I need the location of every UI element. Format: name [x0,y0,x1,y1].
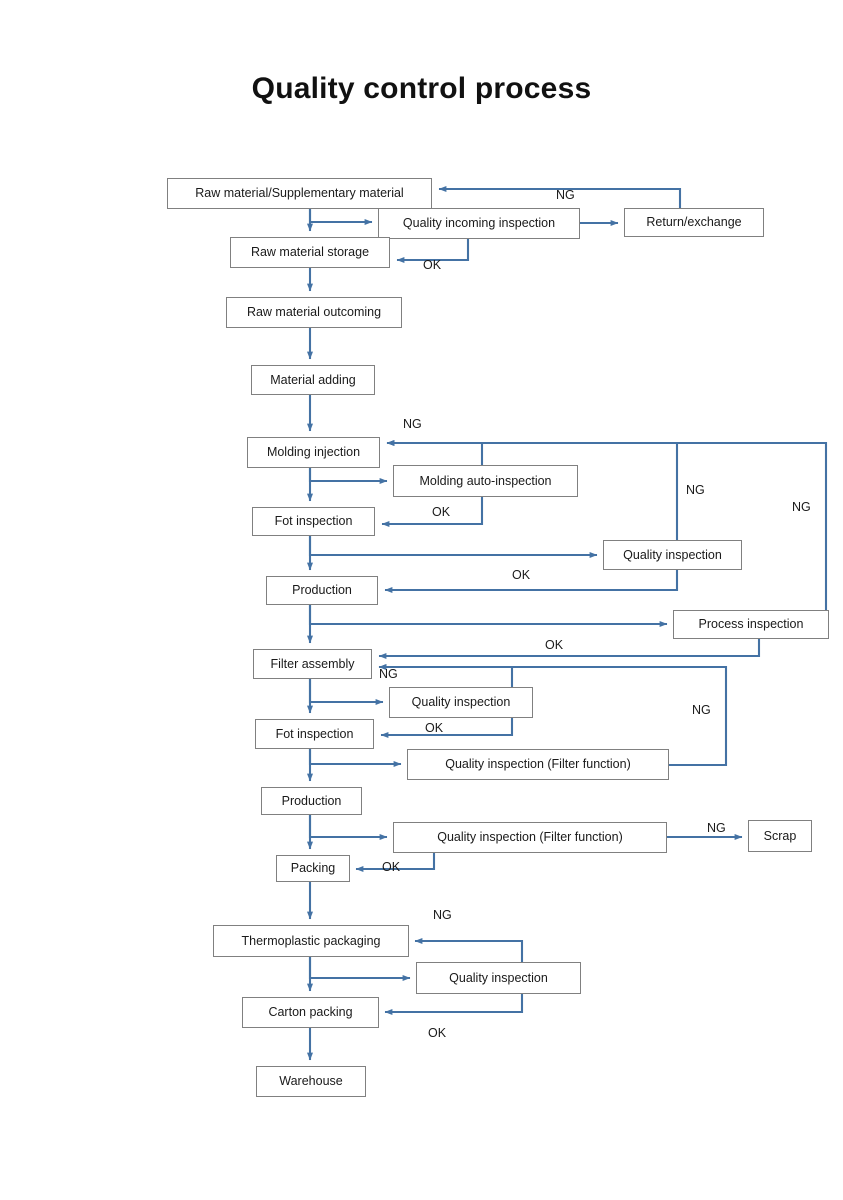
node-fot-inspection-2[interactable]: Fot inspection [255,719,374,749]
node-material-adding[interactable]: Material adding [251,365,375,395]
node-quality-inspection-filter-function-2[interactable]: Quality inspection (Filter function) [393,822,667,853]
node-fot-inspection-1[interactable]: Fot inspection [252,507,375,536]
edge-label-ok-molding-auto: OK [432,505,451,519]
node-scrap[interactable]: Scrap [748,820,812,852]
node-quality-inspection-2[interactable]: Quality inspection [389,687,533,718]
edge-label-ng-process-inspection: NG [792,500,811,514]
node-molding-auto-inspection[interactable]: Molding auto-inspection [393,465,578,497]
node-production-1[interactable]: Production [266,576,378,605]
node-raw-material[interactable]: Raw material/Supplementary material [167,178,432,209]
node-filter-assembly[interactable]: Filter assembly [253,649,372,679]
node-molding-injection[interactable]: Molding injection [247,437,380,468]
node-return-exchange[interactable]: Return/exchange [624,208,764,237]
node-quality-inspection-filter-function-1[interactable]: Quality inspection (Filter function) [407,749,669,780]
edge-label-ok-process-inspection: OK [545,638,564,652]
edge-label-ng-filter-assembly: NG [379,667,398,681]
node-packing[interactable]: Packing [276,855,350,882]
node-production-2[interactable]: Production [261,787,362,815]
node-raw-material-outcoming[interactable]: Raw material outcoming [226,297,402,328]
node-quality-inspection-1[interactable]: Quality inspection [603,540,742,570]
node-carton-packing[interactable]: Carton packing [242,997,379,1028]
page-title: Quality control process [251,72,592,105]
edge-label-ng-incoming: NG [556,188,575,202]
node-process-inspection[interactable]: Process inspection [673,610,829,639]
edge-label-ok-quality-inspection-2: OK [425,721,444,735]
feedback-edges [355,185,828,1015]
edge-label-ng-filter-function-1: NG [692,703,711,717]
edge-label-ng-thermoplastic: NG [433,908,452,922]
main-flow-edges [306,209,668,1061]
node-raw-material-storage[interactable]: Raw material storage [230,237,390,268]
node-thermoplastic-packaging[interactable]: Thermoplastic packaging [213,925,409,957]
node-quality-inspection-3[interactable]: Quality inspection [416,962,581,994]
edge-label-ng-molding: NG [403,417,422,431]
edge-label-ok-incoming: OK [423,258,442,272]
node-warehouse[interactable]: Warehouse [256,1066,366,1097]
edge-label-ok-quality-inspection-1: OK [512,568,531,582]
edge-label-ok-filter-function-2: OK [382,860,401,874]
node-quality-incoming-inspection[interactable]: Quality incoming inspection [378,208,580,239]
edge-label-ok-thermoplastic: OK [428,1026,447,1040]
edge-label-ng-quality-inspection-1: NG [686,483,705,497]
edge-label-ng-filter-function-2: NG [707,821,726,835]
